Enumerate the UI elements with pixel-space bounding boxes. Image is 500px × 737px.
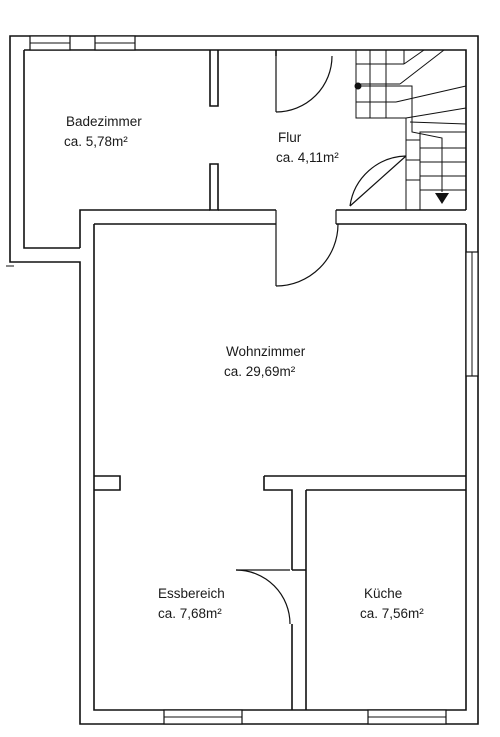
outer-walls bbox=[6, 35, 479, 725]
doors bbox=[235, 55, 407, 625]
internal-walls-lower bbox=[94, 475, 466, 710]
room-name-essbereich: Essbereich bbox=[158, 586, 225, 601]
room-area-essbereich: ca. 7,68m² bbox=[158, 606, 222, 621]
stair-arrow-icon bbox=[435, 193, 449, 204]
internal-walls-upper bbox=[79, 50, 466, 248]
door-living bbox=[275, 210, 339, 287]
inner-wall-left-top bbox=[23, 50, 80, 249]
door-dining-kitchen bbox=[235, 569, 291, 625]
room-area-kueche: ca. 7,56m² bbox=[360, 606, 424, 621]
room-labels: Badezimmer ca. 5,78m² Flur ca. 4,11m² Wo… bbox=[64, 114, 424, 621]
dining-kitchen-wall bbox=[291, 490, 307, 710]
room-name-wohnzimmer: Wohnzimmer bbox=[226, 344, 306, 359]
room-name-flur: Flur bbox=[278, 130, 302, 145]
living-dining-stub-right bbox=[263, 475, 466, 570]
room-name-kueche: Küche bbox=[364, 586, 402, 601]
staircase bbox=[354, 49, 467, 210]
window-bath-2 bbox=[94, 35, 136, 51]
inner-wall-right-lower bbox=[93, 224, 467, 711]
door-hall-stairs bbox=[349, 155, 407, 207]
stair-start-dot bbox=[354, 82, 362, 90]
bath-bottom-wall bbox=[79, 209, 210, 248]
inner-wall-top bbox=[24, 49, 467, 210]
room-area-flur: ca. 4,11m² bbox=[276, 150, 339, 165]
window-dining-bottom bbox=[163, 709, 243, 725]
room-area-wohnzimmer: ca. 29,69m² bbox=[224, 364, 296, 379]
outer-wall-outline bbox=[9, 35, 479, 725]
window-bath-1 bbox=[29, 35, 71, 51]
bath-hall-wall-upper bbox=[209, 50, 219, 107]
bath-hall-wall-lower bbox=[209, 163, 219, 211]
windows bbox=[29, 35, 479, 725]
window-kitchen-bottom bbox=[367, 709, 447, 725]
living-dining-stub-left bbox=[94, 475, 121, 491]
window-living-right bbox=[465, 251, 479, 377]
room-name-badezimmer: Badezimmer bbox=[66, 114, 142, 129]
room-area-badezimmer: ca. 5,78m² bbox=[64, 134, 128, 149]
door-hall-top bbox=[275, 55, 333, 113]
